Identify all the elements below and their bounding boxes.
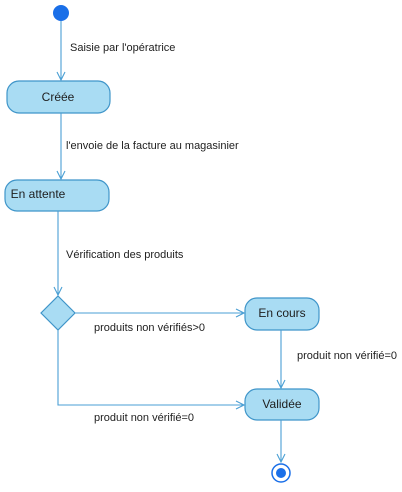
- state-en-cours[interactable]: En cours: [244, 297, 320, 331]
- label-saisie: Saisie par l'opératrice: [70, 42, 175, 54]
- state-en-cours-label: En cours: [258, 306, 305, 320]
- initial-node: [53, 5, 69, 21]
- state-creee-label: Créée: [42, 90, 75, 104]
- label-non-verifie-right: produit non vérifié=0: [297, 350, 397, 362]
- state-validee[interactable]: Validée: [244, 388, 320, 421]
- label-envoie: l'envoie de la facture au magasinier: [66, 140, 239, 152]
- state-en-attente[interactable]: En attente: [4, 179, 110, 212]
- label-non-verifie-bottom: produit non vérifié=0: [94, 412, 194, 424]
- final-node: [271, 463, 291, 483]
- label-non-verifies: produits non vérifiés>0: [94, 322, 205, 334]
- edge-decision-to-validee: [57, 330, 244, 405]
- state-validee-label: Validée: [262, 397, 301, 411]
- label-verification: Vérification des produits: [66, 249, 184, 261]
- decision-node: [40, 295, 76, 331]
- state-creee[interactable]: Créée: [6, 80, 111, 114]
- state-en-attente-label: En attente: [11, 187, 66, 201]
